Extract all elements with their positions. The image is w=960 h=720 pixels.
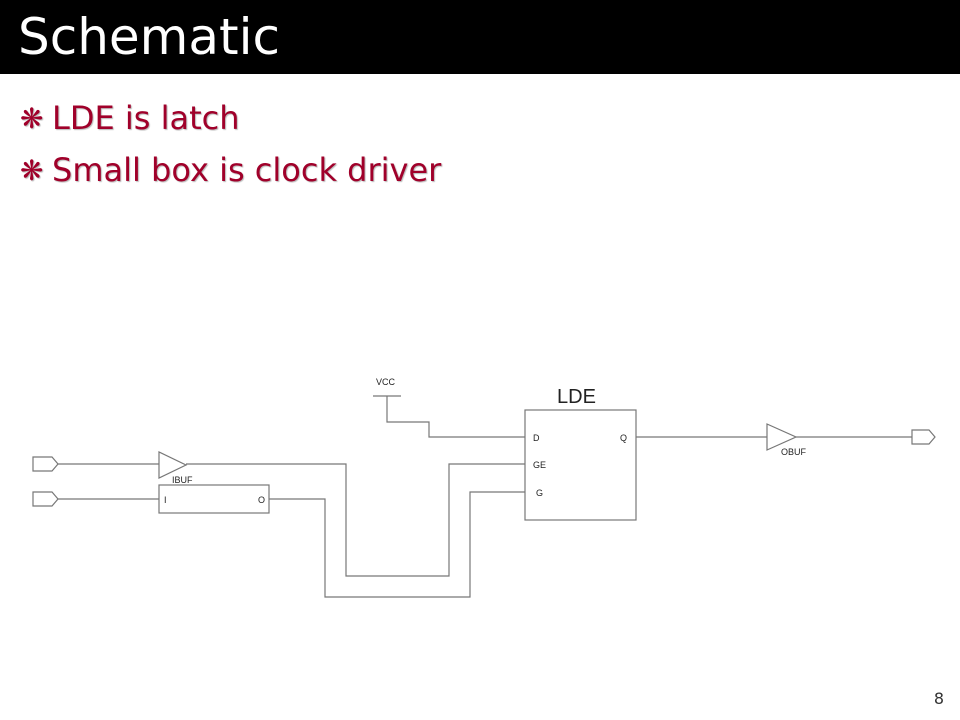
input-port-2	[32, 491, 59, 507]
title-bar: Schematic	[0, 0, 960, 74]
ibuf-symbol	[158, 451, 188, 479]
vcc-label: VCC	[376, 377, 396, 387]
bullet-marker-icon: ❋	[20, 153, 44, 187]
pin-g-label: G	[536, 488, 543, 498]
slide-title: Schematic	[18, 8, 281, 66]
wire-clock-driver-to-g	[269, 491, 525, 598]
pin-d-label: D	[533, 433, 540, 443]
obuf-symbol	[766, 423, 798, 451]
wire-ibuf-to-ge	[186, 463, 525, 577]
bullet-marker-icon: ❋	[20, 101, 44, 135]
obuf-label: OBUF	[781, 447, 807, 457]
pin-ge-label: GE	[533, 460, 546, 470]
wire-vcc-to-d	[386, 396, 525, 438]
clock-driver-output-label: O	[258, 495, 265, 505]
bullet-item: ❋ LDE is latch	[20, 92, 441, 144]
lde-label: LDE	[557, 386, 596, 408]
lde-latch-box	[524, 409, 637, 521]
input-port-1	[32, 456, 59, 472]
bullet-text: Small box is clock driver	[52, 151, 442, 189]
clock-driver-box	[158, 484, 270, 514]
bullet-item: ❋ Small box is clock driver	[20, 144, 441, 196]
bullet-list: ❋ LDE is latch ❋ Small box is clock driv…	[20, 92, 441, 196]
bullet-text: LDE is latch	[52, 99, 240, 137]
pin-q-label: Q	[620, 433, 627, 443]
output-port	[911, 429, 936, 445]
ibuf-label: IBUF	[172, 475, 193, 485]
clock-driver-input-label: I	[164, 495, 167, 505]
page-number: 8	[933, 689, 944, 708]
